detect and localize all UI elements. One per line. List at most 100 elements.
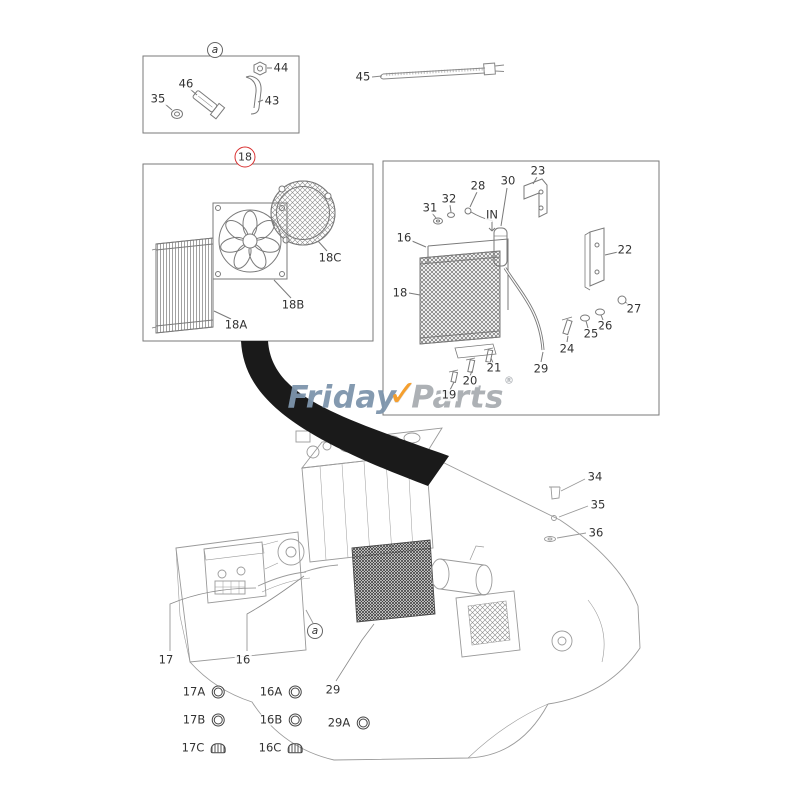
callout-34: 34 [586, 469, 604, 484]
callout-16b: 16B [258, 712, 302, 727]
hose-29 [503, 267, 545, 363]
callout-label: 20 [461, 373, 479, 388]
installed-radiator [351, 539, 436, 623]
watermark-word1: Friday [287, 379, 397, 415]
callout-label: 18C [317, 250, 343, 265]
callout-23: 23 [529, 163, 547, 178]
callout-label: 32 [440, 191, 458, 206]
callout-21: 21 [485, 360, 503, 375]
o-ring-icon [211, 713, 225, 727]
callout-label: 45 [354, 69, 372, 84]
bolt-46 [192, 90, 226, 120]
callout-18: 18 [391, 285, 409, 300]
hardware-24-27 [561, 295, 630, 343]
callout-label: 19 [440, 387, 458, 402]
callout-32: 32 [440, 191, 458, 206]
callout-label: 16A [258, 684, 284, 699]
muffler [430, 545, 493, 596]
callout-28: 28 [469, 178, 487, 193]
callout-29: 29 [532, 361, 550, 376]
callout-label: 16B [258, 712, 284, 727]
callout-label: 31 [421, 200, 439, 215]
callout-18c: 18C [317, 250, 343, 265]
callout-label: 34 [586, 469, 604, 484]
callout-17c: 17C [180, 740, 226, 755]
fridayparts-watermark: Friday ✓ Parts ® [288, 374, 515, 421]
callout-22: 22 [616, 242, 634, 257]
callout-a: a [207, 42, 223, 58]
condenser-18a [151, 237, 232, 334]
registered-mark-icon: ® [503, 375, 515, 387]
callout-label: 23 [529, 163, 547, 178]
callout-label: 44 [272, 60, 290, 75]
o-ring-icon [211, 685, 225, 699]
callout-label: 24 [558, 341, 576, 356]
callout-label: 26 [596, 318, 614, 333]
battery-box [203, 541, 267, 604]
callout-label: 16 [395, 230, 413, 245]
machine-assembly [169, 427, 641, 761]
receiver-drier-30 [493, 187, 508, 267]
bracket-22 [584, 227, 619, 291]
callout-label: 16C [257, 740, 283, 755]
callout-label: 17 [157, 652, 175, 667]
ribbon-arrow [241, 341, 449, 486]
callout-36: 36 [587, 527, 605, 539]
callout-label: 46 [177, 76, 195, 91]
callout-label: a [207, 42, 223, 58]
callout-46: 46 [177, 76, 195, 91]
callout-label: 35 [149, 91, 167, 106]
callout-45: 45 [354, 69, 372, 84]
callout-16: 16 [234, 652, 252, 667]
radiator-18 [408, 250, 501, 345]
callout-label: 28 [469, 178, 487, 193]
callout-17a: 17A [181, 685, 225, 699]
callout-30: 30 [499, 173, 517, 188]
inset-box-assembly [382, 160, 660, 416]
callout-label: 18B [280, 297, 306, 312]
callout-label: 17C [180, 740, 206, 755]
callout-label: 17B [181, 712, 207, 727]
callout-29a: 29A [326, 716, 370, 730]
callout-label: 35 [589, 497, 607, 512]
callout-16c: 16C [257, 740, 303, 755]
check-icon: ✓ [387, 373, 419, 415]
o-ring-icon [288, 713, 302, 727]
inset-box-a [142, 55, 300, 134]
callout-17: 17 [157, 652, 175, 667]
callout-18: 18 [234, 146, 256, 168]
callout-26: 26 [596, 318, 614, 333]
callout-label: a [307, 623, 323, 639]
callout-24: 24 [558, 341, 576, 356]
cap-icon [287, 743, 303, 753]
callout-label: 29 [532, 361, 550, 376]
nut-35 [164, 103, 183, 119]
bracket-43 [245, 75, 264, 115]
inset-box-18 [142, 163, 374, 342]
callout-label: 16 [234, 652, 252, 667]
callout-label: 18 [391, 285, 409, 300]
callout-label: 21 [485, 360, 503, 375]
callout-16: 16 [395, 230, 413, 245]
callout-18a: 18A [223, 319, 249, 331]
callout-label: 30 [499, 173, 517, 188]
callout-label: 18 [234, 146, 256, 168]
callout-29: 29 [324, 684, 342, 696]
console-box [455, 590, 521, 658]
callout-20: 20 [461, 373, 479, 388]
o-ring-icon [288, 685, 302, 699]
callout-43: 43 [263, 95, 281, 107]
bracket-23 [523, 176, 548, 218]
callout-18b: 18B [280, 297, 306, 312]
fan-shroud-18b [212, 202, 292, 299]
cap-icon [210, 743, 226, 753]
callout-label: IN [485, 207, 499, 222]
callout-17b: 17B [181, 712, 225, 727]
callout-in: IN [485, 209, 499, 221]
callout-19: 19 [440, 387, 458, 402]
callout-35: 35 [149, 91, 167, 106]
callout-31: 31 [421, 200, 439, 215]
in-flow-arrow [488, 222, 496, 232]
callout-label: 22 [616, 242, 634, 257]
cable-tie-45 [371, 62, 505, 80]
